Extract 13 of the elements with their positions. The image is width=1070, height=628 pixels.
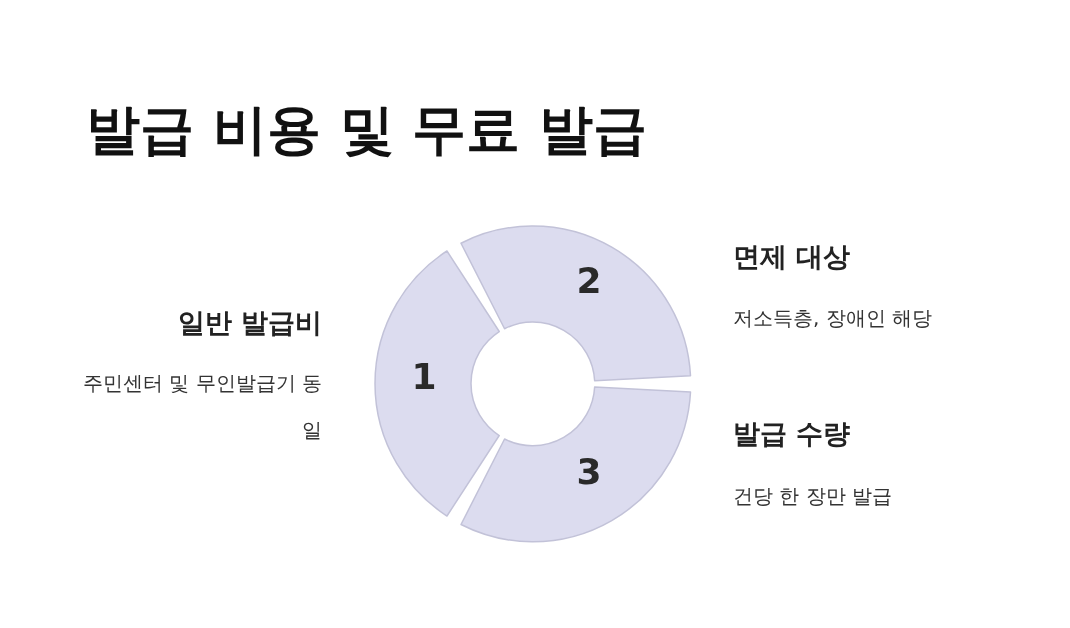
segment-number: 3 (576, 454, 602, 490)
heading: 일반 발급비 (177, 307, 322, 340)
description: 주민센터 및 무인발급기 동일 (82, 370, 322, 444)
donut-segment (460, 386, 692, 543)
heading: 발급 수량 (733, 418, 851, 451)
donut-segment (374, 250, 501, 518)
donut-segment (460, 225, 692, 382)
heading: 면제 대상 (733, 241, 851, 274)
segment-number: 2 (576, 263, 602, 299)
title: 발급 비용 및 무료 발급 (86, 98, 648, 163)
segment-number: 1 (411, 359, 437, 395)
description: 저소득층, 장애인 해당 (733, 305, 934, 332)
description: 건당 한 장만 발급 (733, 483, 894, 510)
